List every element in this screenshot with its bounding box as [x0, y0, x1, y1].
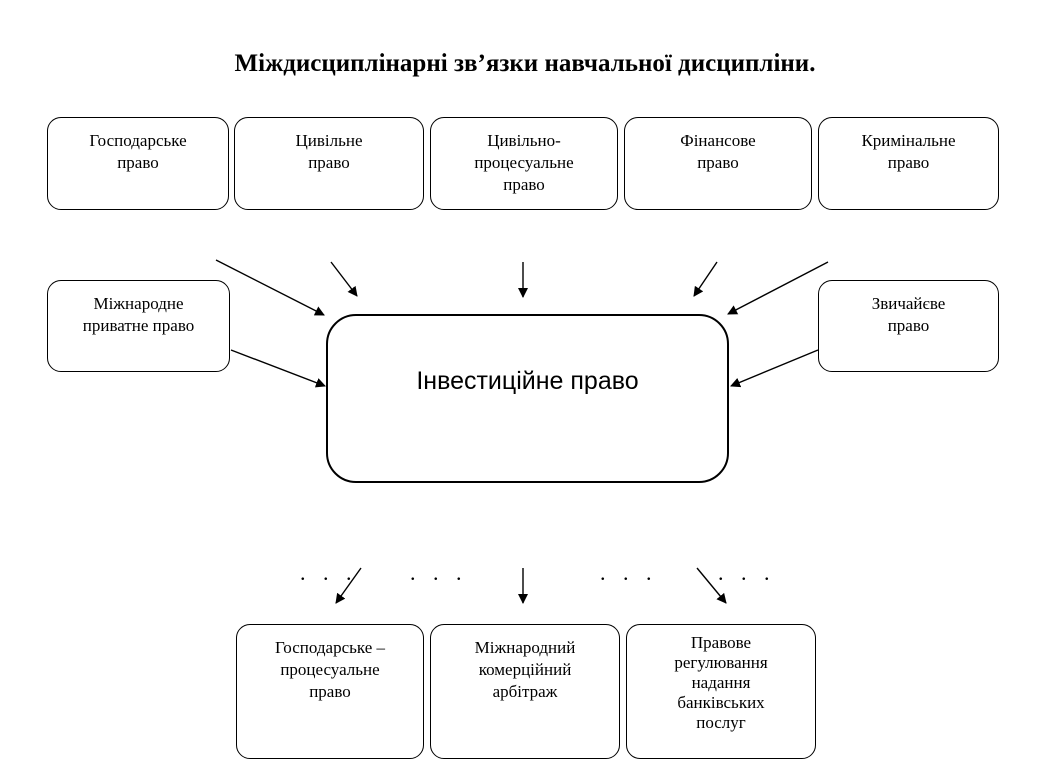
ellipsis: . . .: [718, 560, 776, 585]
arrow-to-banking-regulation: [696, 567, 727, 604]
arrow-from-civil-law: [330, 261, 358, 297]
diagram-title: Міждисциплінарні зв’язки навчальної дисц…: [234, 50, 816, 77]
box-customary-law: Звичайєве право: [818, 280, 999, 372]
arrow-to-commercial-procedure-law: [335, 567, 362, 604]
box-international-arbitration: Міжнародний комерційний арбітраж: [430, 624, 620, 759]
box-civil-procedure-law: Цивільно- процесуальне право: [430, 117, 618, 210]
arrow-from-financial-law: [693, 261, 718, 297]
box-label: Господарське право: [89, 131, 187, 172]
ellipsis: . . .: [300, 560, 358, 585]
center-investment-law: Інвестиційне право: [326, 314, 729, 483]
box-label: Міжнародне приватне право: [82, 294, 195, 335]
box-label: Цивільно- процесуальне право: [474, 131, 574, 194]
box-civil-law: Цивільне право: [234, 117, 424, 210]
center-label: Інвестиційне право: [416, 367, 639, 395]
box-label: Фінансове право: [680, 131, 756, 172]
ellipsis: . . .: [410, 560, 468, 585]
box-banking-regulation: Правове регулювання надання банківських …: [626, 624, 816, 759]
arrow-from-commercial-law: [215, 259, 325, 316]
box-criminal-law: Кримінальне право: [818, 117, 999, 210]
box-financial-law: Фінансове право: [624, 117, 812, 210]
arrow-from-criminal-law: [727, 261, 829, 315]
arrow-from-customary-law: [730, 349, 819, 388]
box-label: Звичайєве право: [871, 294, 946, 335]
box-label: Міжнародний комерційний арбітраж: [474, 638, 576, 701]
arrow-from-private-international-law: [230, 349, 326, 388]
box-label: Кримінальне право: [861, 131, 956, 172]
ellipsis: . . .: [600, 560, 658, 585]
box-private-international-law: Міжнародне приватне право: [47, 280, 230, 372]
box-label: Правове регулювання надання банківських …: [674, 633, 768, 732]
box-label: Цивільне право: [295, 131, 363, 172]
box-commercial-law: Господарське право: [47, 117, 229, 210]
box-commercial-procedure-law: Господарське – процесуальне право: [236, 624, 424, 759]
box-label: Господарське – процесуальне право: [274, 638, 386, 701]
